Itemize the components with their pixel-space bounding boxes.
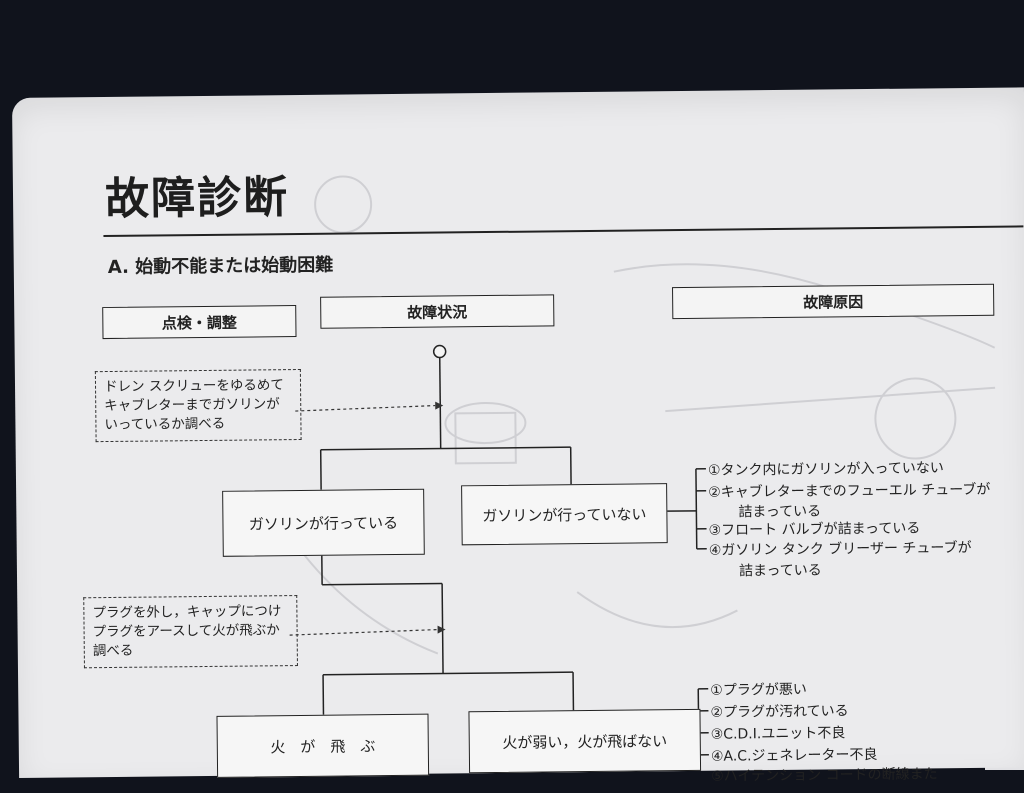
status-spark-ng: 火が弱い，火が飛ばない bbox=[468, 709, 701, 773]
fuel-cause-4-cont: 詰まっている bbox=[739, 560, 822, 581]
spark-cause-3: ③C.D.I.ユニット不良 bbox=[711, 722, 846, 743]
fuel-cause-4: ④ガソリン タンク ブリーザー チューブが bbox=[709, 537, 972, 560]
spark-cause-4: ④A.C.ジェネレーター不良 bbox=[711, 744, 878, 766]
spark-cause-2: ②プラグが汚れている bbox=[710, 700, 848, 721]
check-fuel-note: ドレン スクリューをゆるめてキャブレターまでガソリンがいっているか調べる bbox=[95, 369, 302, 442]
check-spark-note: プラグを外し，キャップにつけプラグをアースして火が飛ぶか調べる bbox=[83, 595, 298, 668]
status-fuel-ok: ガソリンが行っている bbox=[222, 489, 425, 557]
manual-page: 故障診断 A. 始動不能または始動困難 点検・調整 故障状況 故障原因 bbox=[12, 87, 1024, 778]
fuel-cause-2: ②キャブレターまでのフューエル チューブが bbox=[708, 479, 990, 502]
fuel-cause-1: ①タンク内にガソリンが入っていない bbox=[708, 457, 944, 479]
status-spark-ok: 火 が 飛 ぶ bbox=[216, 714, 429, 778]
spark-cause-1: ①プラグが悪い bbox=[710, 679, 807, 700]
fuel-cause-3: ③フロート バルブが詰まっている bbox=[708, 518, 920, 540]
status-fuel-ng: ガソリンが行っていない bbox=[461, 483, 668, 545]
